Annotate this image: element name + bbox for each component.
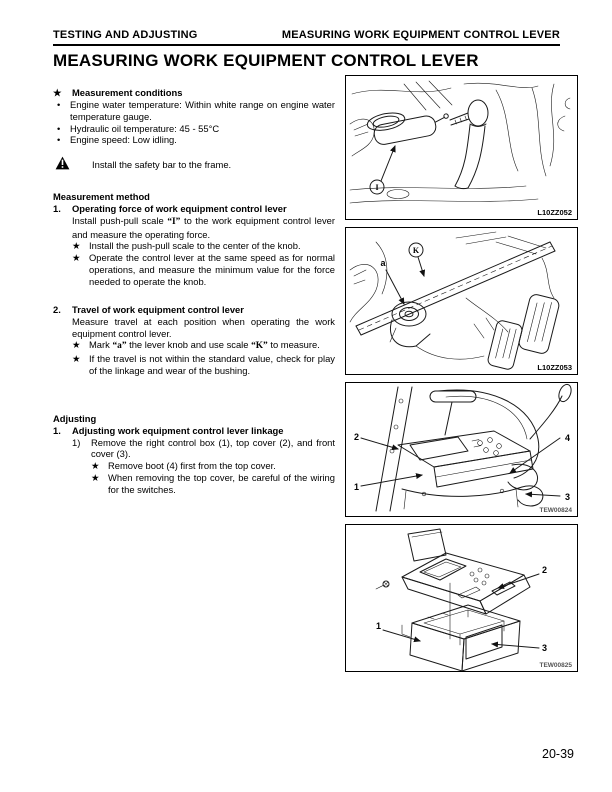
step-number: 1. bbox=[53, 202, 61, 214]
figure4-callout-1: 1 bbox=[376, 621, 381, 631]
step-number: 2. bbox=[53, 303, 61, 315]
content-columns: ★ Measurement conditions • Engine water … bbox=[53, 75, 578, 672]
page-number: 20-39 bbox=[542, 747, 574, 761]
figure1-callout-I: I bbox=[375, 183, 378, 192]
note-text: When removing the top cover, be careful … bbox=[108, 472, 335, 495]
note-text: Remove boot (4) first from the top cover… bbox=[108, 460, 276, 472]
safety-warning: Install the safety bar to the frame. bbox=[55, 156, 335, 173]
warning-text: Install the safety bar to the frame. bbox=[92, 158, 232, 170]
step2-body-row: Measure travel at each position when ope… bbox=[53, 316, 335, 340]
step1-note: ★ Operate the control lever at the same … bbox=[72, 252, 335, 288]
figure3-code: TEW00824 bbox=[539, 507, 572, 514]
bullet-marker: • bbox=[57, 98, 61, 110]
note-text: Install the push-pull scale to the cente… bbox=[89, 240, 301, 252]
condition-item: • Engine water temperature: Within white… bbox=[53, 99, 335, 123]
figure-control-box-overview: 2 4 1 3 TEW00824 bbox=[345, 382, 578, 517]
substep-number: 1) bbox=[72, 436, 81, 448]
header-section-right: MEASURING WORK EQUIPMENT CONTROL LEVER bbox=[281, 29, 560, 41]
figure-3-illustration: 2 4 1 3 TEW00824 bbox=[354, 383, 572, 514]
step2-note: ★ Mark “a” the lever knob and use scale … bbox=[72, 339, 335, 353]
figure4-callout-2: 2 bbox=[542, 565, 547, 575]
adjusting-heading: Adjusting bbox=[53, 412, 97, 424]
condition-text: Hydraulic oil temperature: 45 - 55°C bbox=[70, 122, 220, 134]
note-text: Mark “a” the lever knob and use scale “K… bbox=[89, 339, 320, 352]
condition-item: • Hydraulic oil temperature: 45 - 55°C bbox=[53, 123, 335, 135]
step2-body: Measure travel at each position when ope… bbox=[72, 315, 335, 339]
scale-term: “I” bbox=[167, 216, 181, 227]
substep-body: Remove the right control box (1), top co… bbox=[91, 436, 335, 460]
substep-note: ★ When removing the top cover, be carefu… bbox=[91, 472, 335, 496]
step1-body-row: Install push-pull scale “I” to the work … bbox=[53, 215, 335, 241]
star-marker: ★ bbox=[53, 87, 62, 98]
step-title: Travel of work equipment control lever bbox=[72, 303, 244, 315]
condition-text: Engine speed: Low idling. bbox=[70, 134, 177, 146]
step-title: Operating force of work equipment contro… bbox=[72, 202, 287, 214]
figure-control-box-exploded: 1 2 3 TEW00825 bbox=[345, 524, 578, 672]
step1-title-row: 1. Operating force of work equipment con… bbox=[53, 203, 335, 215]
step-title: Adjusting work equipment control lever l… bbox=[72, 424, 284, 436]
figure-2-illustration: a K L10ZZ053 bbox=[349, 231, 572, 372]
star-marker: ★ bbox=[91, 460, 100, 472]
step1-note: ★ Install the push-pull scale to the cen… bbox=[72, 240, 335, 252]
star-marker: ★ bbox=[72, 252, 81, 264]
condition-item: • Engine speed: Low idling. bbox=[53, 134, 335, 146]
scale-term: “K” bbox=[251, 341, 268, 352]
bullet-marker: • bbox=[57, 134, 61, 146]
step-number: 1. bbox=[53, 424, 61, 436]
star-marker: ★ bbox=[72, 339, 81, 351]
method-heading: Measurement method bbox=[53, 191, 150, 203]
figure2-callout-K: K bbox=[413, 246, 420, 255]
conditions-heading-row: ★ Measurement conditions bbox=[53, 87, 335, 99]
condition-text: Engine water temperature: Within white r… bbox=[70, 98, 335, 122]
warning-icon bbox=[55, 156, 70, 173]
figure-4-illustration: 1 2 3 TEW00825 bbox=[375, 528, 572, 671]
figure-push-pull-scale: I L10ZZ052 bbox=[345, 75, 578, 220]
figure1-code: L10ZZ052 bbox=[537, 208, 572, 217]
figure4-callout-3: 3 bbox=[542, 643, 547, 653]
star-marker: ★ bbox=[72, 353, 81, 365]
header-section-left: TESTING AND ADJUSTING bbox=[53, 29, 198, 41]
bullet-marker: • bbox=[57, 122, 61, 134]
figure2-callout-a: a bbox=[380, 258, 386, 268]
adjusting-step1-title-row: 1. Adjusting work equipment control leve… bbox=[53, 425, 335, 437]
running-header: TESTING AND ADJUSTING MEASURING WORK EQU… bbox=[53, 29, 560, 46]
figure3-callout-4: 4 bbox=[565, 433, 570, 443]
step2-note: ★ If the travel is not within the standa… bbox=[72, 353, 335, 377]
figure-column: I L10ZZ052 bbox=[345, 75, 578, 672]
figure2-code: L10ZZ053 bbox=[537, 363, 572, 372]
star-marker: ★ bbox=[91, 472, 100, 484]
note-text: Operate the control lever at the same sp… bbox=[89, 252, 335, 287]
step2-title-row: 2. Travel of work equipment control leve… bbox=[53, 304, 335, 316]
note-text: If the travel is not within the standard… bbox=[89, 353, 335, 377]
conditions-heading: Measurement conditions bbox=[72, 87, 183, 98]
figure3-callout-3: 3 bbox=[565, 492, 570, 502]
text-column: ★ Measurement conditions • Engine water … bbox=[53, 75, 335, 672]
mark-term: “a” bbox=[112, 341, 127, 352]
star-marker: ★ bbox=[72, 240, 81, 252]
substep-row: 1) Remove the right control box (1), top… bbox=[72, 437, 335, 461]
figure3-callout-2: 2 bbox=[354, 432, 359, 442]
figure3-callout-1: 1 bbox=[354, 482, 359, 492]
substep-note: ★ Remove boot (4) first from the top cov… bbox=[91, 460, 335, 472]
figure4-code: TEW00825 bbox=[539, 662, 572, 669]
step1-body: Install push-pull scale “I” to the work … bbox=[72, 214, 335, 240]
figure-travel-scale: a K L10ZZ053 bbox=[345, 227, 578, 375]
figure-1-illustration: I L10ZZ052 bbox=[349, 80, 572, 217]
page-title: MEASURING WORK EQUIPMENT CONTROL LEVER bbox=[53, 51, 479, 70]
